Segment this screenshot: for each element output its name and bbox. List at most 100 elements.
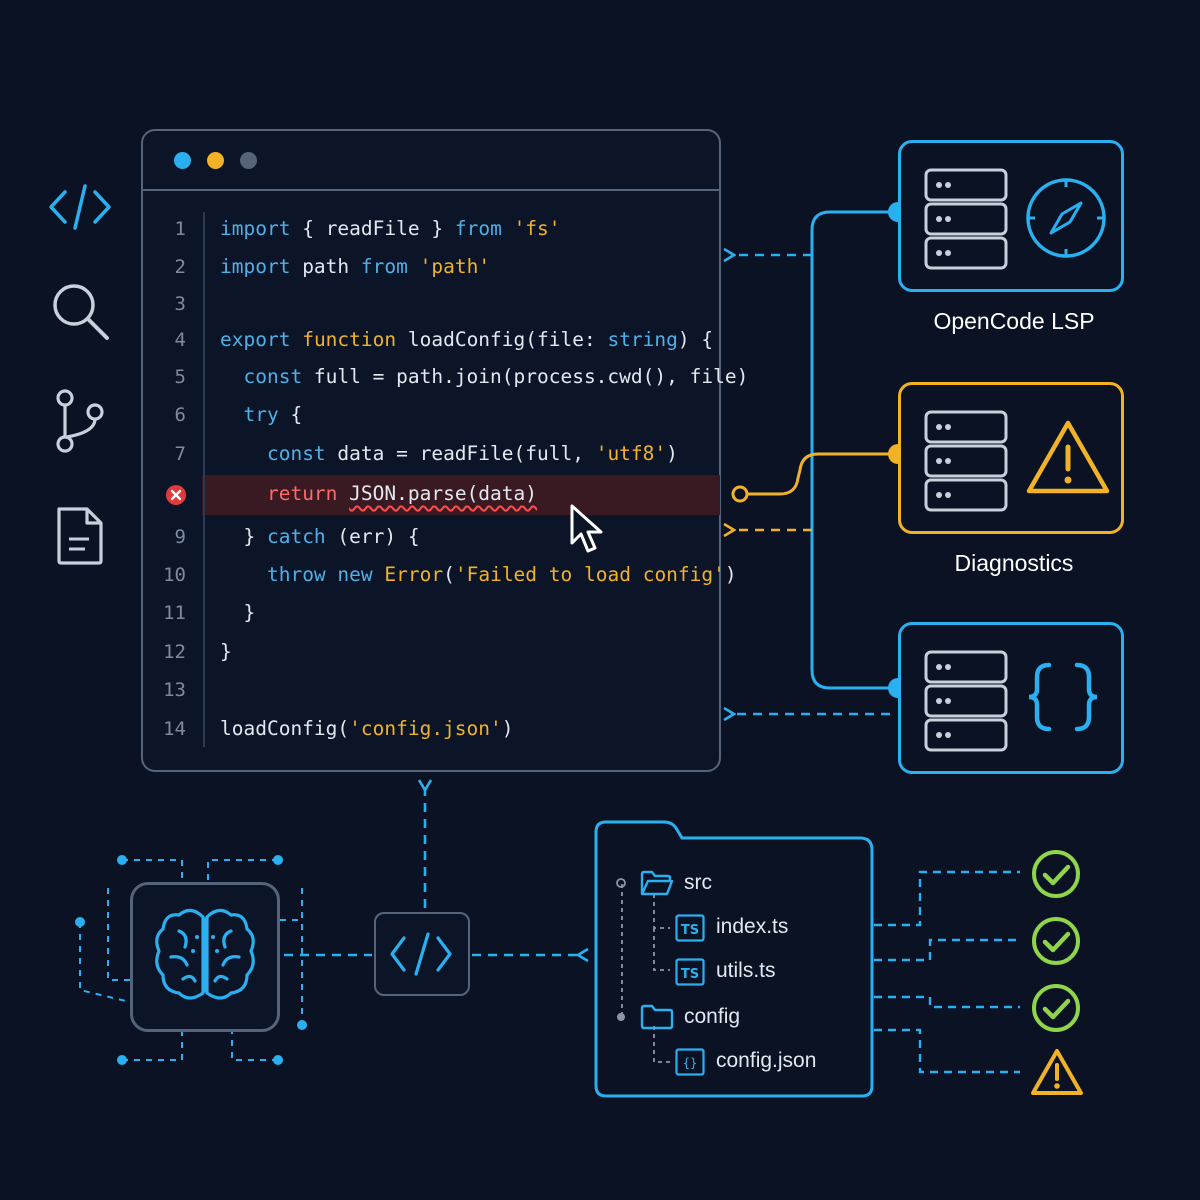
mouse-cursor-icon [568, 503, 608, 559]
file-tree-item-label[interactable]: config.json [716, 1049, 817, 1072]
code-token: (err) { [325, 525, 420, 548]
warning-icon [1030, 1047, 1084, 1101]
code-text: } [220, 594, 255, 632]
file-tree-item-label[interactable]: src [684, 871, 712, 894]
code-text: const full = path.join(process.cwd(), fi… [220, 358, 748, 396]
file-icon[interactable] [47, 503, 113, 569]
server-node[interactable] [898, 140, 1124, 292]
check-circle-icon [1030, 915, 1082, 971]
code-token: loadConfig(file: [396, 328, 608, 351]
code-icon [390, 932, 452, 976]
line-number: 7 [174, 443, 186, 465]
code-token: Error [384, 563, 444, 586]
code-text: export function loadConfig(file: string)… [220, 321, 713, 359]
server-node[interactable] [898, 382, 1124, 534]
code-token: readFile [325, 217, 420, 240]
window-dot-gray[interactable] [240, 152, 257, 169]
code-token: 'utf8' [595, 442, 667, 465]
code-token: ) [666, 442, 678, 465]
code-token [290, 328, 302, 351]
code-token: full = path.join(process.cwd(), file) [302, 365, 749, 388]
code-transform-chip[interactable] [374, 912, 470, 996]
file-tree-item-label[interactable]: utils.ts [716, 959, 776, 982]
code-icon[interactable] [47, 174, 113, 240]
code-token: new [337, 563, 373, 586]
server-node[interactable] [898, 622, 1124, 774]
code-token: 'fs' [513, 217, 561, 240]
warning-icon [1023, 417, 1113, 501]
window-dot-blue[interactable] [174, 152, 191, 169]
error-line-highlight [202, 475, 720, 515]
code-text: } catch (err) { [220, 518, 420, 556]
code-token [220, 442, 267, 465]
line-number: 5 [174, 366, 186, 388]
server-rack-icon [923, 167, 1009, 275]
code-token: { [290, 217, 326, 240]
circuit-traces [79, 859, 303, 1061]
code-token: path [290, 255, 361, 278]
code-token [220, 482, 267, 505]
editor-title-bar [143, 131, 719, 191]
code-text: const data = readFile(full, 'utf8') [220, 435, 678, 473]
window-dot-yellow[interactable] [207, 152, 224, 169]
server-rack-icon [923, 409, 1009, 517]
code-token [337, 482, 349, 505]
code-token [220, 403, 243, 426]
code-token [408, 255, 420, 278]
svg-text:{}: {} [683, 1056, 697, 1070]
code-token: string [607, 328, 678, 351]
code-text: return JSON.parse(data) [220, 475, 537, 513]
search-icon[interactable] [47, 278, 113, 344]
file-tree-item-label[interactable]: config [684, 1005, 741, 1028]
line-number: 14 [163, 718, 186, 740]
code-text: loadConfig('config.json') [220, 710, 514, 748]
code-text: import { readFile } from 'fs' [220, 210, 561, 248]
code-token: const [266, 442, 326, 465]
code-token: 'Failed to load config' [454, 563, 725, 586]
code-token: ) [501, 717, 514, 740]
server-rack-icon [923, 649, 1009, 757]
code-token: ( [443, 563, 455, 586]
code-text: throw new Error('Failed to load config') [220, 556, 737, 594]
ai-model-box[interactable] [130, 882, 280, 1032]
code-token: from [454, 217, 502, 240]
line-number: 9 [174, 526, 186, 548]
line-number: 4 [174, 329, 186, 351]
server-bus-line [810, 210, 898, 690]
code-token: data = readFile(full, [325, 442, 596, 465]
code-token: } [419, 217, 455, 240]
code-token: { [278, 403, 303, 426]
file-tree-item-label[interactable]: index.ts [716, 915, 789, 938]
code-token: ) { [677, 328, 714, 351]
code-token: function [302, 328, 397, 351]
code-token: } [220, 525, 267, 548]
code-token: const [243, 365, 303, 388]
code-token [220, 365, 243, 388]
svg-text:TS: TS [681, 967, 699, 982]
code-token: loadConfig( [220, 717, 350, 740]
code-text: } [220, 633, 232, 671]
line-number: 10 [163, 564, 186, 586]
typescript-file-icon: TS [675, 958, 705, 990]
code-editor-window[interactable] [141, 129, 721, 772]
code-text: import path from 'path' [220, 248, 490, 286]
check-circle-icon [1030, 982, 1082, 1038]
code-token: catch [266, 525, 326, 548]
code-token: import [220, 217, 291, 240]
code-token: 'config.json' [349, 717, 502, 740]
line-number: 3 [174, 293, 186, 315]
code-token [502, 217, 514, 240]
code-token: } [220, 601, 256, 624]
folder-icon [640, 1004, 674, 1034]
gutter-divider [203, 212, 205, 747]
code-token: ) [724, 563, 737, 586]
circuit-nodes [75, 855, 307, 1065]
code-token [220, 563, 267, 586]
code-token [373, 563, 385, 586]
svg-text:TS: TS [681, 923, 699, 938]
error-icon[interactable] [165, 484, 187, 506]
line-number: 12 [163, 641, 186, 663]
git-branch-icon[interactable] [47, 388, 113, 454]
line-number: 1 [174, 218, 186, 240]
